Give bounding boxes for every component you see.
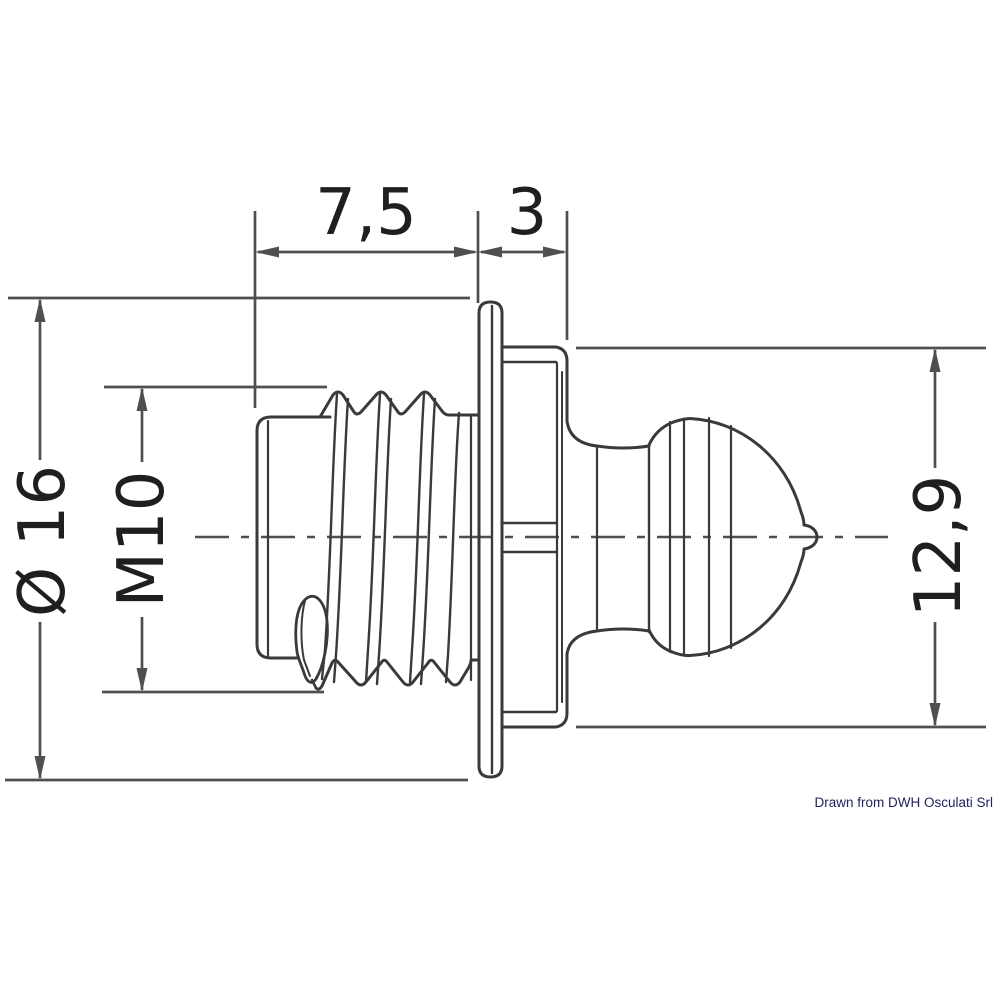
collar-top-edge [500, 345, 569, 423]
arrow-left-7-5 [255, 246, 279, 258]
label-thread-size: M10 [105, 471, 179, 608]
arrow-up-dia16 [34, 298, 46, 322]
arrow-left-3 [478, 246, 502, 258]
neck-section [565, 419, 651, 656]
collar-bottom-edge [500, 652, 569, 729]
label-thread-length: 7,5 [315, 176, 417, 250]
neck-bottom-edge [595, 627, 651, 633]
arrow-down-m10 [136, 668, 148, 692]
core-end-cap [255, 415, 332, 660]
label-head-height: 12,9 [902, 475, 976, 618]
thread-profile-bottom [314, 658, 480, 691]
neck-top-edge [595, 444, 651, 450]
part-outline [255, 300, 819, 779]
label-collar-width: 3 [507, 176, 548, 250]
neck-fillet-top [565, 419, 599, 448]
arrow-right-7-5 [454, 246, 478, 258]
thread-profile-top [318, 390, 480, 419]
arrow-up-m10 [136, 387, 148, 411]
ball-head-groove-lines [668, 416, 733, 658]
label-flange-diameter: Ø 16 [6, 465, 80, 617]
ball-head-outline [647, 417, 819, 658]
arrow-down-dia16 [34, 756, 46, 780]
arrow-up-12-9 [929, 348, 941, 372]
arrow-down-12-9 [929, 703, 941, 727]
dimension-labels: 7,5 3 Ø 16 M10 12,9 [6, 176, 976, 617]
thread-helix-lines [320, 392, 461, 686]
dimension-arrowheads [34, 246, 941, 780]
arrow-right-3 [543, 246, 567, 258]
credit-text: Drawn from DWH Osculati Srl [814, 795, 993, 810]
neck-fillet-bottom [565, 629, 599, 656]
flange [477, 300, 504, 779]
thread-start-leaf-inner [300, 600, 311, 677]
collar-section [500, 345, 569, 729]
